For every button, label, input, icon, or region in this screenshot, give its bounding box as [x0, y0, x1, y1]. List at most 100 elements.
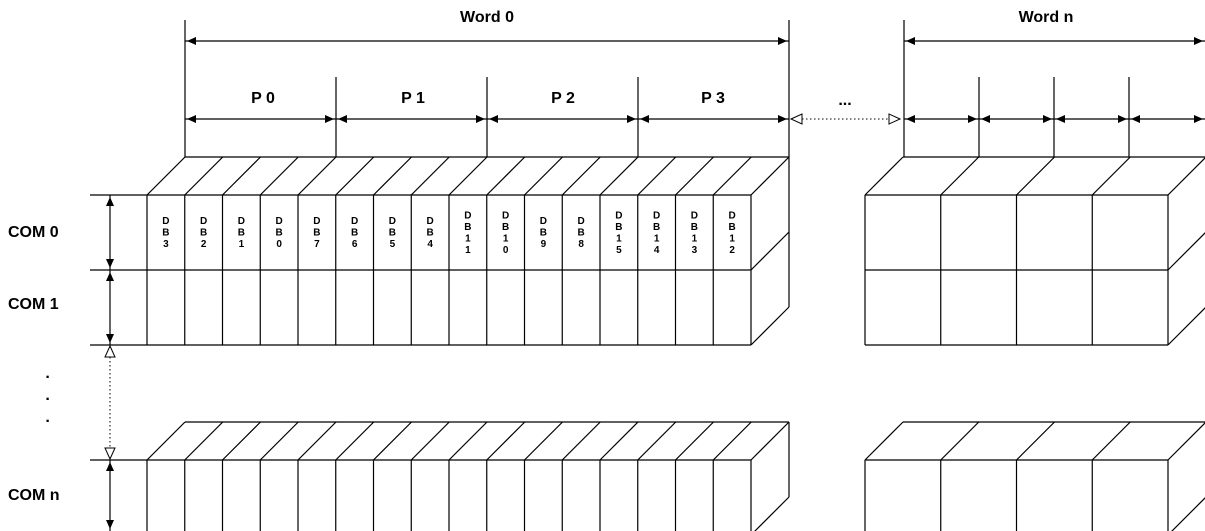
- data-bit-label: B: [351, 228, 358, 239]
- data-bit-label: D: [200, 216, 207, 227]
- top-face-diagonal: [486, 421, 526, 461]
- data-bit-label: B: [578, 228, 585, 239]
- com-n-label: COM n: [8, 487, 60, 504]
- pixel-group-left-arrowhead: [640, 115, 649, 123]
- pixel-group-right-arrowhead: [627, 115, 636, 123]
- word-n-com-block: [864, 156, 1205, 346]
- top-face-diagonal: [675, 421, 714, 461]
- word-n-division-arrowhead: [1043, 115, 1052, 123]
- com-0-label: COM 0: [8, 224, 59, 241]
- data-bit-label: D: [578, 216, 585, 227]
- vertical-ellipsis-dot: ·: [45, 369, 50, 386]
- data-bit-label: 4: [427, 239, 433, 250]
- top-face-diagonal: [259, 421, 299, 461]
- word-n-division-arrowhead: [1194, 115, 1203, 123]
- pixel-group-right-arrowhead: [476, 115, 485, 123]
- vertical-ellipsis-dot: ·: [45, 391, 50, 408]
- open-arrowhead-down: [104, 447, 116, 461]
- pixel-group-left-arrowhead: [489, 115, 498, 123]
- com-1-label: COM 1: [8, 296, 59, 313]
- top-face-diagonal: [940, 421, 980, 461]
- data-bit-label: 4: [654, 245, 660, 256]
- top-face-diagonal: [373, 421, 412, 461]
- data-bit-label: D: [729, 210, 736, 221]
- top-face-diagonal: [524, 421, 563, 461]
- top-face-diagonal: [297, 156, 337, 196]
- data-bit-label: B: [540, 228, 547, 239]
- data-bit-label: D: [615, 210, 622, 221]
- word-n-label: Word n: [1019, 9, 1074, 26]
- open-arrowhead-up: [104, 344, 116, 358]
- data-bit-label: B: [729, 222, 736, 233]
- data-bit-label: D: [351, 216, 358, 227]
- pixel-group-left-arrowhead: [338, 115, 347, 123]
- top-face-diagonal: [146, 156, 186, 196]
- data-bit-label: 3: [692, 245, 698, 256]
- top-face-diagonal: [448, 156, 488, 196]
- data-bit-label: B: [502, 222, 509, 233]
- side-face-diagonal: [1167, 232, 1205, 271]
- pixel-group-left-arrowhead: [187, 115, 196, 123]
- word-0-label: Word 0: [460, 9, 514, 26]
- data-bit-label: 1: [654, 233, 660, 244]
- com-1-down-arrowhead: [106, 334, 114, 343]
- top-face-diagonal: [184, 156, 224, 196]
- top-face-diagonal: [864, 421, 904, 461]
- com-0-down-arrowhead: [106, 259, 114, 268]
- data-bit-label: D: [464, 210, 471, 221]
- data-bit-label: 2: [201, 239, 207, 250]
- pixel-group-p3-label: P 3: [701, 90, 725, 107]
- data-bit-label: 1: [616, 233, 622, 244]
- data-bit-label: 1: [465, 233, 471, 244]
- data-bit-label: B: [691, 222, 698, 233]
- word-n-left-arrowhead: [906, 37, 915, 45]
- top-face-diagonal: [712, 421, 752, 461]
- pixel-group-p1-label: P 1: [401, 90, 425, 107]
- top-face-diagonal: [637, 156, 677, 196]
- data-bit-label: 6: [352, 239, 358, 250]
- open-arrowhead-left: [789, 113, 803, 125]
- side-face-diagonal: [750, 231, 790, 271]
- top-face-diagonal: [184, 421, 224, 461]
- word-n-division-arrowhead: [1131, 115, 1140, 123]
- top-face-diagonal: [297, 421, 337, 461]
- open-arrowhead-right: [888, 113, 902, 125]
- data-bit-label: 1: [503, 233, 509, 244]
- top-face-diagonal: [524, 156, 563, 196]
- top-face-diagonal: [712, 156, 752, 196]
- data-bit-label: D: [427, 216, 434, 227]
- data-bit-label: D: [540, 216, 547, 227]
- top-face-diagonal: [146, 421, 186, 461]
- data-bit-label: 1: [465, 245, 471, 256]
- top-face-diagonal: [373, 156, 412, 196]
- word-0-left-arrowhead: [187, 37, 196, 45]
- data-bit-label: B: [615, 222, 622, 233]
- top-face-diagonal: [750, 156, 790, 196]
- data-bit-label: D: [238, 216, 245, 227]
- com-n-down-arrowhead: [106, 520, 114, 529]
- top-face-diagonal: [1091, 156, 1131, 196]
- top-face-diagonal: [1016, 156, 1055, 196]
- top-face-diagonal: [1016, 421, 1055, 461]
- data-bit-label: B: [200, 228, 207, 239]
- data-bit-label: D: [276, 216, 283, 227]
- word-0-com-block: [146, 156, 790, 346]
- data-bit-label: B: [464, 222, 471, 233]
- data-bit-labels: DB3DB2DB1DB0DB7DB6DB5DB4DB11DB10DB9DB8DB…: [162, 210, 735, 256]
- top-face-diagonal: [1091, 421, 1131, 461]
- side-face-diagonal: [1167, 307, 1205, 346]
- com-n-up-arrowhead: [106, 462, 114, 471]
- data-bit-label: 5: [390, 239, 396, 250]
- word-n-division-arrowhead: [981, 115, 990, 123]
- top-face-diagonal: [410, 421, 450, 461]
- data-bit-label: B: [313, 228, 320, 239]
- word-n-division-arrowhead: [906, 115, 915, 123]
- data-bit-label: B: [427, 228, 434, 239]
- top-face-diagonal: [335, 156, 375, 196]
- data-bit-label: 1: [729, 233, 735, 244]
- com-0-up-arrowhead: [106, 197, 114, 206]
- word-0-right-arrowhead: [778, 37, 787, 45]
- data-bit-label: 9: [541, 239, 547, 250]
- data-bit-label: 8: [578, 239, 584, 250]
- top-face-diagonal: [599, 156, 639, 196]
